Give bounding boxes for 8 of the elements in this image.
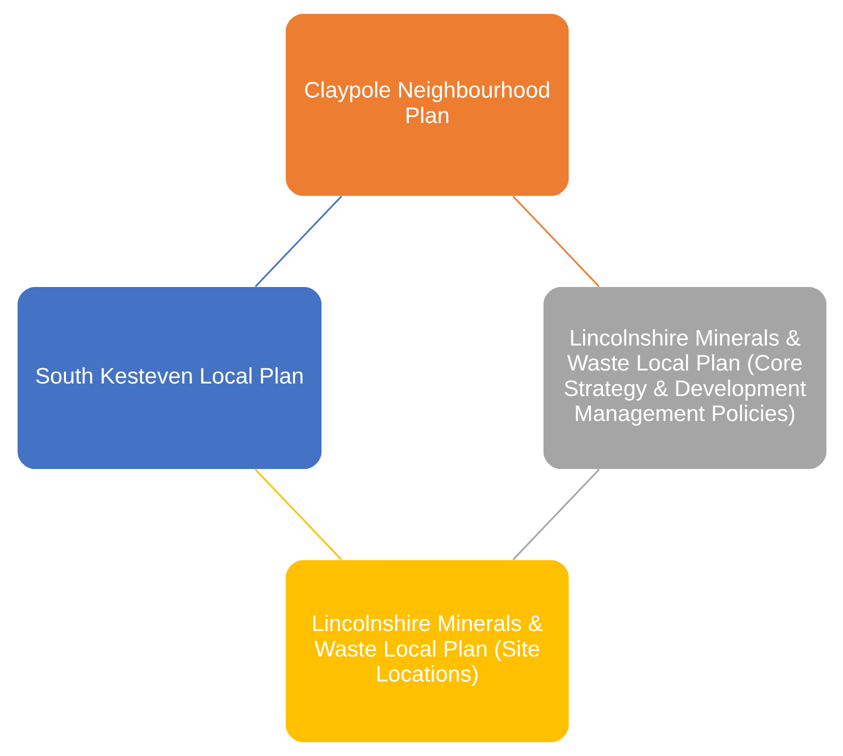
connector [512,468,600,560]
connector [512,196,600,288]
node-box: Lincolnshire Minerals & Waste Local Plan (Site Locations) [285,560,568,742]
connector [254,468,342,560]
node-box: South Kesteven Local Plan [17,286,322,470]
node-box: Claypole Neighbourhood Plan [285,14,568,196]
node-box: Lincolnshire Minerals & Waste Local Plan (Core Strategy & Development Management Policies) [543,286,826,470]
connector [254,196,342,288]
